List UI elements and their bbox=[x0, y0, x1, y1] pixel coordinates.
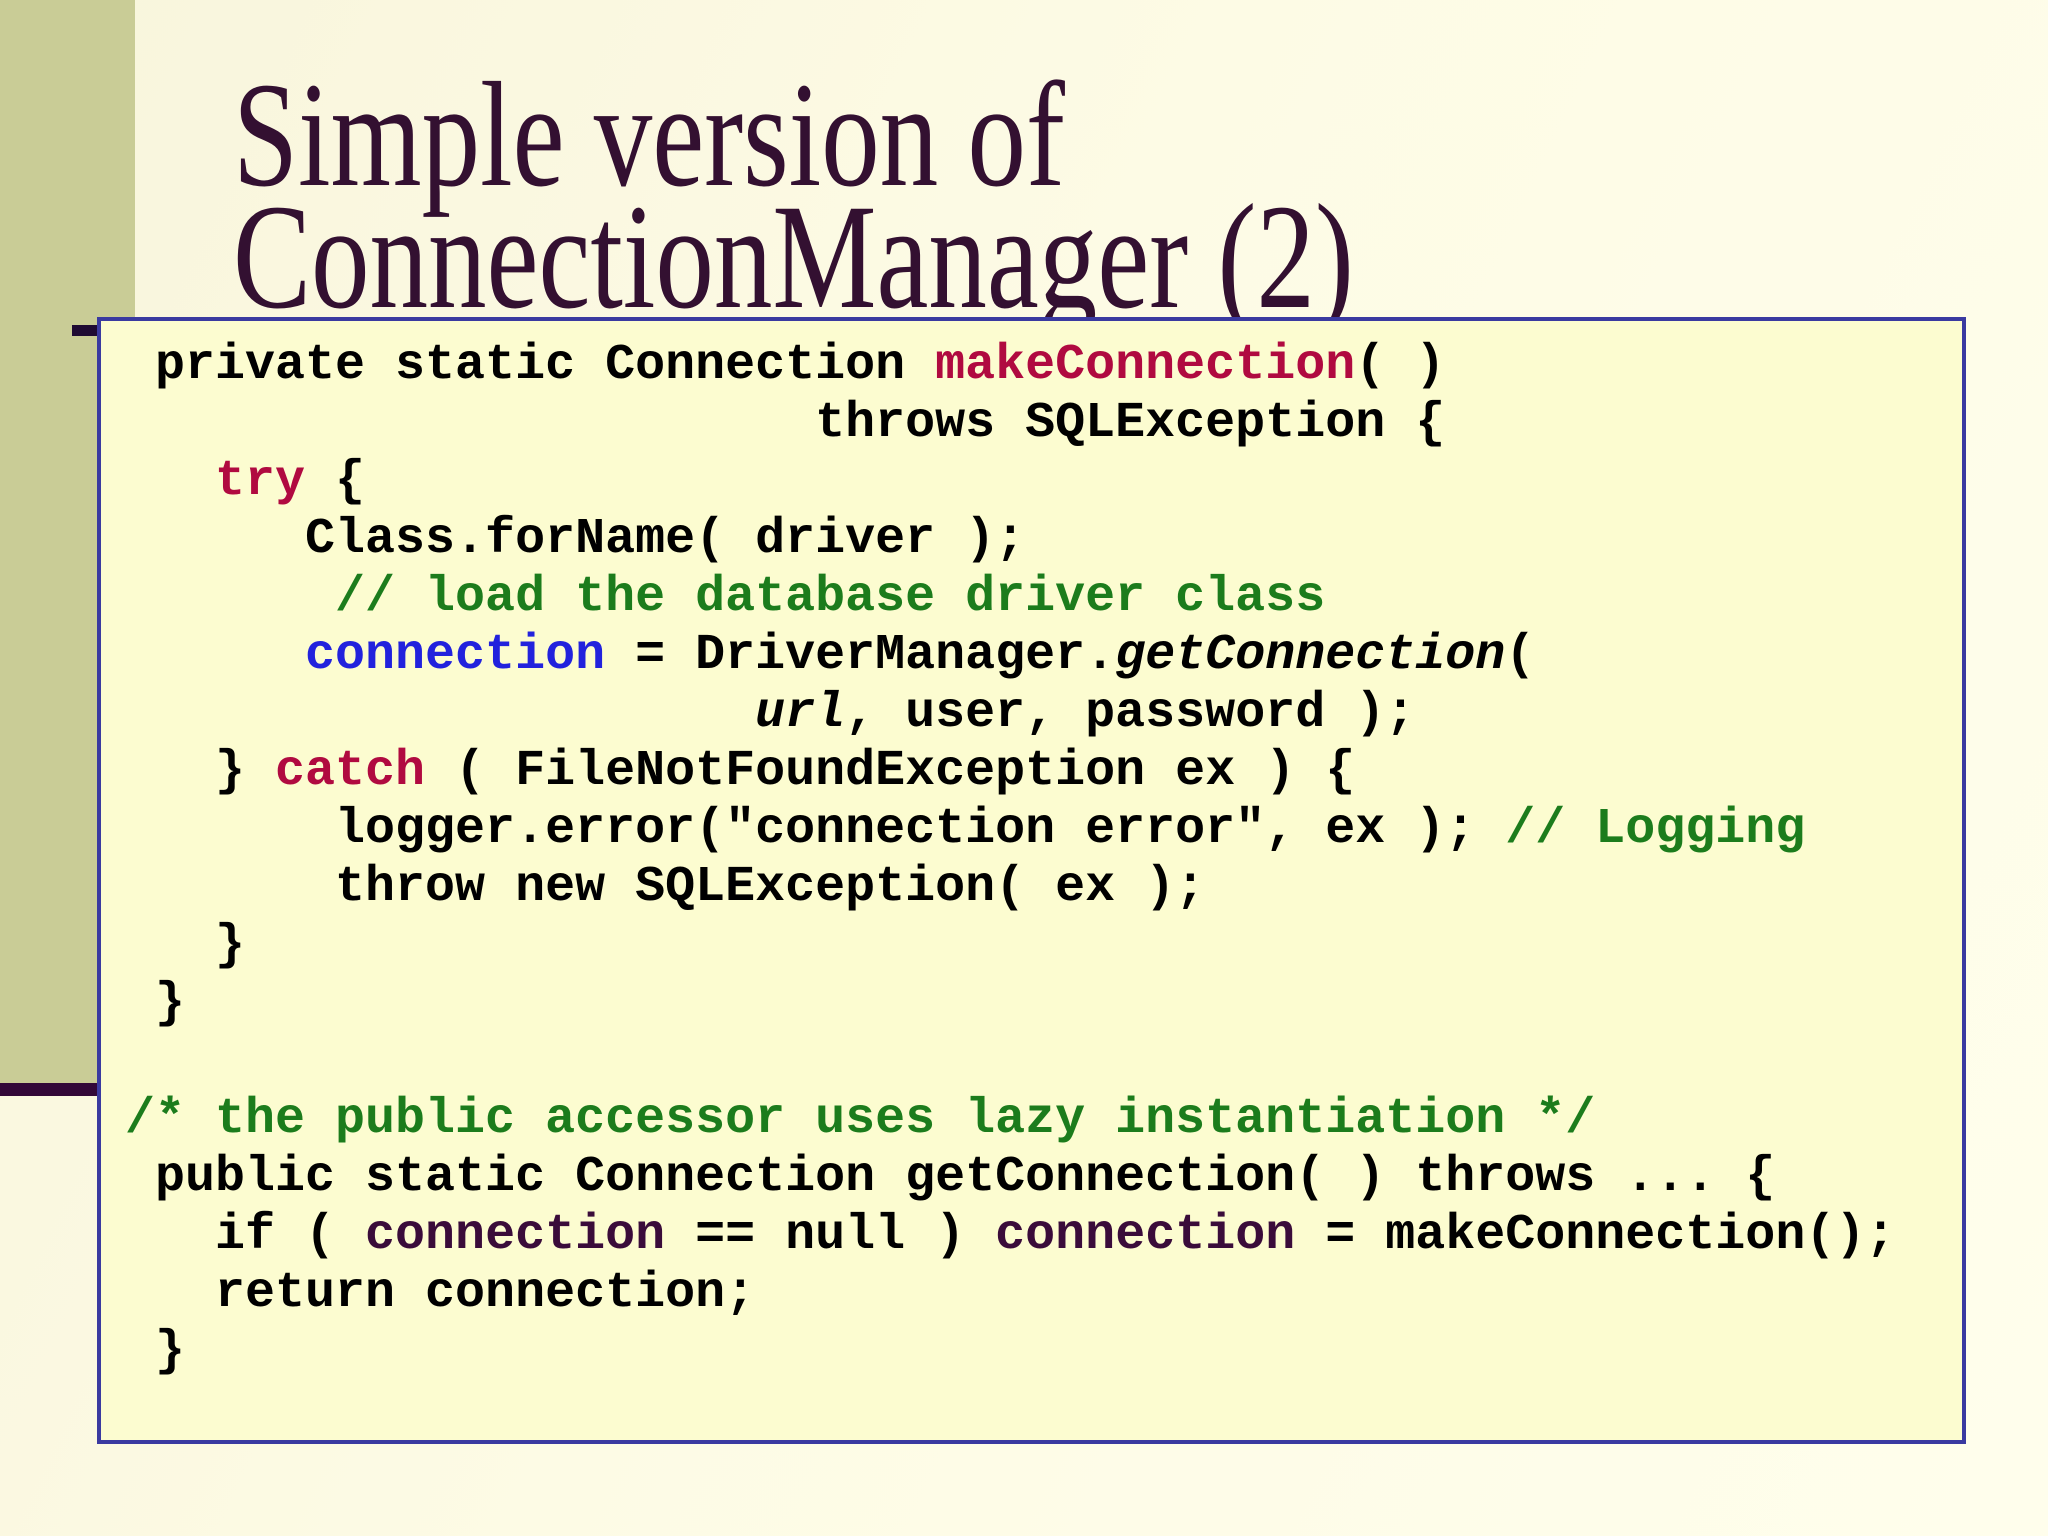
code-line: if ( connection == null ) connection = m… bbox=[125, 1207, 1962, 1265]
code-line: return connection; bbox=[125, 1265, 1962, 1323]
code-line: Class.forName( driver ); bbox=[125, 511, 1962, 569]
code-segment: ( ) bbox=[1355, 337, 1446, 394]
code-segment: makeConnection bbox=[935, 337, 1356, 394]
code-line bbox=[125, 1033, 1962, 1091]
code-segment: getConnection bbox=[1115, 627, 1506, 684]
code-segment bbox=[125, 685, 755, 742]
bullet-dash bbox=[72, 325, 99, 336]
code-line: } bbox=[125, 917, 1962, 975]
code-segment: public static Connection getConnection( … bbox=[125, 1149, 1776, 1206]
code-line: url, user, password ); bbox=[125, 685, 1962, 743]
code-segment: Class.forName( driver ); bbox=[125, 511, 1026, 568]
code-segment: connection bbox=[305, 627, 606, 684]
code-segment: ( FileNotFoundException ex ) { bbox=[425, 743, 1356, 800]
code-segment: connection bbox=[995, 1207, 1296, 1264]
code-segment bbox=[125, 453, 215, 510]
slide-title-line2: ConnectionManager (2) bbox=[233, 174, 1354, 340]
code-segment: } bbox=[125, 917, 246, 974]
code-segment: , user, password ); bbox=[845, 685, 1416, 742]
code-block: private static Connection makeConnection… bbox=[101, 321, 1962, 1381]
code-line: throws SQLException { bbox=[125, 395, 1962, 453]
code-segment: try bbox=[215, 453, 306, 510]
code-segment: return connection; bbox=[125, 1265, 756, 1322]
code-line: /* the public accessor uses lazy instant… bbox=[125, 1091, 1962, 1149]
code-line: private static Connection makeConnection… bbox=[125, 337, 1962, 395]
code-segment: } bbox=[125, 743, 276, 800]
code-segment: url bbox=[755, 685, 846, 742]
code-panel: private static Connection makeConnection… bbox=[97, 317, 1966, 1444]
code-segment: catch bbox=[275, 743, 426, 800]
code-line: logger.error("connection error", ex ); /… bbox=[125, 801, 1962, 859]
code-line: } bbox=[125, 975, 1962, 1033]
code-line: connection = DriverManager.getConnection… bbox=[125, 627, 1962, 685]
code-segment: { bbox=[305, 453, 366, 510]
code-line: throw new SQLException( ex ); bbox=[125, 859, 1962, 917]
code-segment: ( bbox=[1505, 627, 1536, 684]
code-segment: if ( bbox=[125, 1207, 366, 1264]
code-segment: throws SQLException { bbox=[125, 395, 1446, 452]
code-line: try { bbox=[125, 453, 1962, 511]
code-segment: } bbox=[125, 1323, 186, 1380]
code-segment: private static Connection bbox=[125, 337, 936, 394]
code-segment bbox=[125, 627, 305, 684]
slide-title-line1: Simple version of bbox=[233, 52, 1065, 218]
code-segment: /* the public accessor uses lazy instant… bbox=[125, 1091, 1596, 1148]
code-segment: // Logging bbox=[1505, 801, 1806, 858]
code-segment: // load the database driver class bbox=[125, 569, 1326, 626]
code-segment: logger.error("connection error", ex ); bbox=[125, 801, 1506, 858]
slide-title: Simple version of ConnectionManager (2) bbox=[233, 52, 1354, 340]
code-segment: = makeConnection(); bbox=[1295, 1207, 1896, 1264]
code-line: } bbox=[125, 1323, 1962, 1381]
code-segment: throw new SQLException( ex ); bbox=[125, 859, 1206, 916]
code-segment: = DriverManager. bbox=[605, 627, 1116, 684]
code-line: } catch ( FileNotFoundException ex ) { bbox=[125, 743, 1962, 801]
code-segment: } bbox=[125, 975, 186, 1032]
code-line: public static Connection getConnection( … bbox=[125, 1149, 1962, 1207]
code-line: // load the database driver class bbox=[125, 569, 1962, 627]
code-segment: == null ) bbox=[665, 1207, 996, 1264]
code-segment: connection bbox=[365, 1207, 666, 1264]
